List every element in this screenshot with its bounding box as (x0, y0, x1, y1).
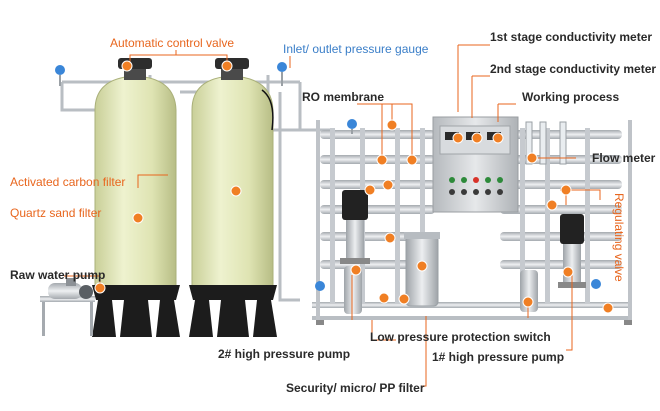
label-ro-membrane: RO membrane (302, 90, 385, 104)
ro-rack-frame (312, 120, 632, 325)
gauge-icon (347, 119, 357, 129)
leader-security-filter (422, 316, 427, 387)
gauge-icon (55, 65, 65, 75)
label-security-micro-pp-filter: Security/ micro/ PP filter (286, 381, 425, 395)
marker-automatic-control-valve-right (221, 60, 233, 72)
security-pp-filter (344, 232, 538, 314)
conductivity-meter-display-1 (445, 132, 459, 140)
marker-dots (94, 60, 614, 314)
marker-1st-conductivity-meter (452, 132, 464, 144)
label-activated-carbon-filter: Activated carbon filter (10, 175, 126, 189)
label-low-pressure-protection-switch: Low pressure protection switch (370, 330, 551, 344)
label-raw-water-pump: Raw water pump (10, 268, 106, 282)
quartz-sand-filter-tank (191, 58, 274, 291)
cabinet-switches (449, 177, 503, 195)
label-first-stage-conductivity-meter: 1st stage conductivity meter (490, 30, 653, 44)
label-automatic-control-valve: Automatic control valve (110, 36, 235, 50)
gauge-icon (277, 62, 287, 72)
tank-base-left (92, 285, 180, 337)
marker-regulating-valve (546, 199, 558, 211)
marker-ro-membrane-2 (406, 154, 418, 166)
marker-ro-membrane-1 (376, 154, 388, 166)
marker-2nd-conductivity-meter (471, 132, 483, 144)
leader-regulating-valve (560, 189, 601, 200)
raw-water-pump (40, 278, 95, 336)
leader-activated-carbon (137, 174, 168, 188)
tank-base-right (189, 285, 277, 337)
marker-ro-membrane-4 (386, 119, 398, 131)
flow-meters (525, 121, 567, 165)
gauge-stems (59, 72, 353, 134)
marker-ro-membrane-3 (364, 184, 376, 196)
activated-carbon-filter-tank (94, 58, 177, 291)
marker-working-process (492, 132, 504, 144)
leader-1st-hp-pump (566, 272, 573, 351)
leader-2nd-hp-pump (371, 320, 396, 341)
pressure-gauges (55, 62, 601, 291)
label-regulating-valve: Regulating valve (612, 193, 626, 282)
marker-flow-meter (526, 152, 538, 164)
label-quartz-sand-filter: Quartz sand filter (10, 206, 102, 220)
marker-low-pressure-switch (522, 296, 534, 308)
label-flow-meter: Flow meter (592, 151, 656, 165)
marker-raw-water-pump (94, 282, 106, 294)
marker-quartz-sand-filter (132, 212, 144, 224)
label-working-process: Working process (522, 90, 620, 104)
marker-activated-carbon-filter (230, 185, 242, 197)
gauge-icon (315, 281, 325, 291)
label-second-stage-conductivity-meter: 2nd stage conductivity meter (490, 62, 657, 76)
label-first-high-pressure-pump: 1# high pressure pump (432, 350, 565, 364)
label-second-high-pressure-pump: 2# high pressure pump (218, 347, 351, 361)
control-cabinet (432, 116, 519, 213)
leader-ro-membrane (392, 103, 413, 160)
gauge-icon (591, 279, 601, 289)
marker-1st-high-pressure-pump (562, 266, 574, 278)
marker-automatic-control-valve-left (121, 60, 133, 72)
label-inlet-outlet-pressure-gauge: Inlet/ outlet pressure gauge (283, 42, 429, 56)
second-high-pressure-pump (340, 190, 370, 264)
